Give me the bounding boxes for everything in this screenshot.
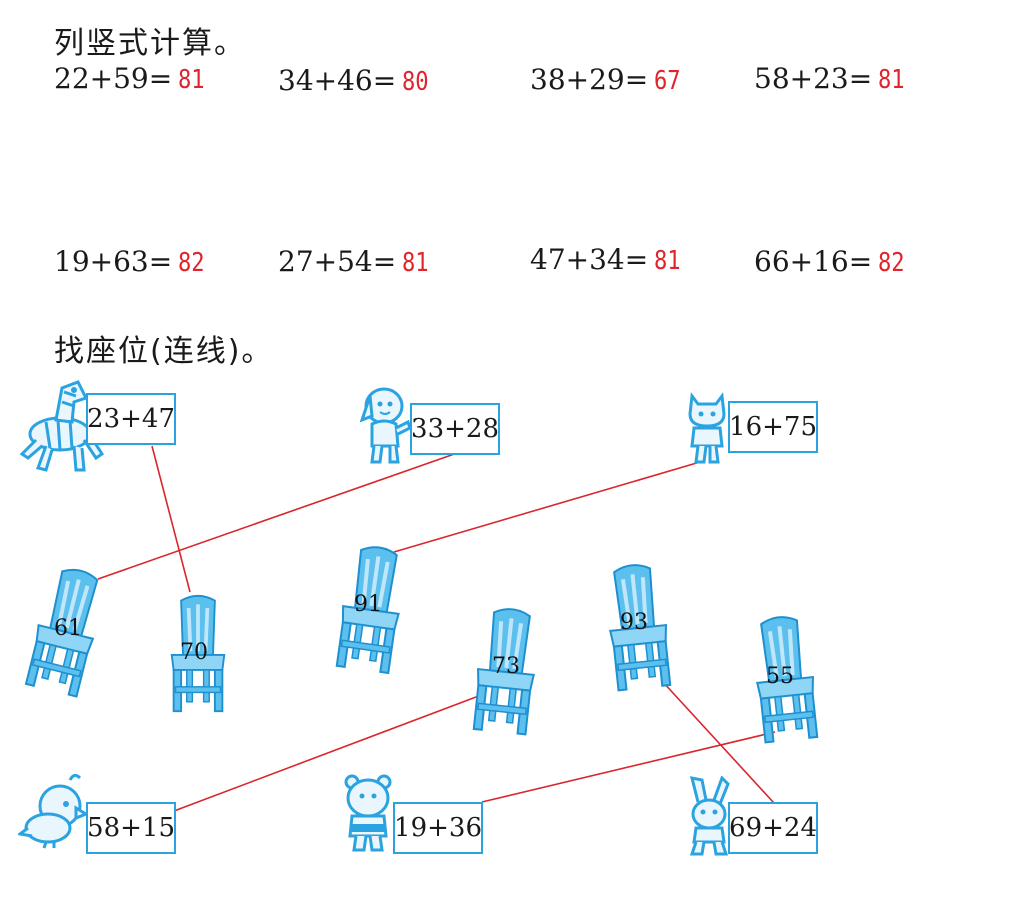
puppy-icon [359,382,412,470]
match-line-16+75 [393,461,701,553]
chair-number: 70 [180,640,208,665]
match-line-58+15 [173,693,485,812]
match-line-33+28 [97,451,461,580]
problem-answer: 81 [402,248,429,278]
chair-93: 93 [601,560,675,693]
section-heading-find-seat: 找座位(连线)。 [54,334,274,369]
problem-answer: 81 [178,65,205,95]
problem-8: 66+16=82 [754,245,910,278]
problem-expression: 22+59= [54,62,173,95]
problem-4: 58+23=81 [754,62,910,95]
expression-box: 33+28 [410,403,500,455]
problem-expression: 38+29= [530,63,649,96]
problem-answer: 80 [402,67,429,97]
rabbit-icon [684,775,734,862]
problem-1: 22+59=81 [54,62,210,95]
problem-answer: 82 [878,248,905,278]
chair-91: 91 [332,541,410,676]
chair-number: 61 [54,616,82,641]
expression-box: 23+47 [86,393,176,445]
problem-answer: 81 [654,246,681,276]
problem-6: 27+54=81 [278,245,434,278]
problem-answer: 82 [178,248,205,278]
chair-number: 55 [766,664,794,689]
problem-5: 19+63=82 [54,245,210,278]
problem-3: 38+29=67 [530,63,686,96]
problem-7: 47+34=81 [530,243,686,276]
problem-answer: 81 [878,65,905,95]
chair-number: 91 [354,592,382,617]
problem-expression: 47+34= [530,243,649,276]
expression-box: 58+15 [86,802,176,854]
bear-icon [344,774,392,856]
bird-icon [16,770,90,854]
problem-expression: 27+54= [278,245,397,278]
kitten-icon [684,390,730,470]
expression-box: 19+36 [393,802,483,854]
expression-box: 16+75 [728,401,818,453]
chair-70: 70 [168,590,228,718]
section-heading-vertical-calc: 列竖式计算。 [54,26,246,61]
chair-55: 55 [748,612,822,745]
problem-expression: 58+23= [754,62,873,95]
chair-number: 73 [492,654,520,679]
expression-box: 69+24 [728,802,818,854]
chair-73: 73 [469,604,543,737]
match-line-23+47 [151,445,191,593]
match-line-69+24 [661,680,775,804]
chair-61: 61 [22,562,111,699]
problem-answer: 67 [654,66,681,96]
chair-number: 93 [620,610,648,635]
problem-2: 34+46=80 [278,64,434,97]
problem-expression: 66+16= [754,245,873,278]
match-line-19+36 [481,731,776,803]
problem-expression: 34+46= [278,64,397,97]
problem-expression: 19+63= [54,245,173,278]
